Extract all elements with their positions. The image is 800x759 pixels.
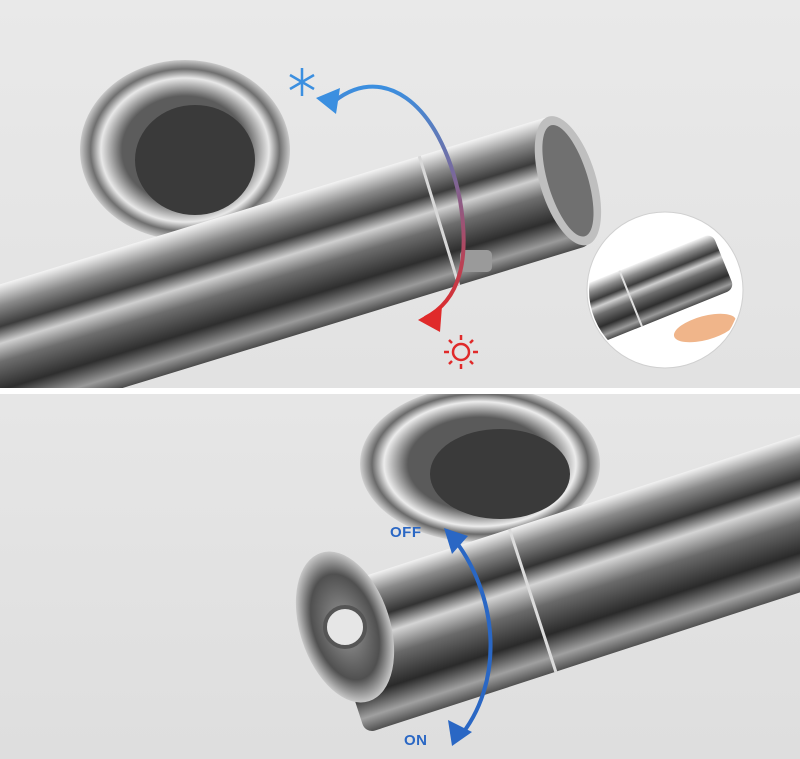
snowflake-icon bbox=[289, 68, 315, 96]
end-cap-hole bbox=[323, 605, 367, 649]
on-off-arc bbox=[448, 532, 493, 741]
off-arrowhead bbox=[444, 528, 468, 554]
temperature-illustration bbox=[0, 60, 744, 388]
sun-icon bbox=[444, 335, 478, 369]
inset-detail bbox=[586, 211, 744, 369]
on-arrowhead bbox=[448, 720, 472, 746]
on-off-illustration bbox=[295, 394, 800, 746]
hot-arrowhead bbox=[418, 306, 442, 332]
temperature-control-panel bbox=[0, 0, 800, 388]
fingertip bbox=[673, 313, 737, 343]
panel-divider bbox=[0, 388, 800, 394]
cold-arrowhead bbox=[316, 88, 340, 114]
mixer-bar-end bbox=[321, 432, 800, 731]
on-label: ON bbox=[404, 732, 428, 749]
mixer-bar bbox=[0, 116, 602, 388]
on-off-control-panel: OFF ON bbox=[0, 394, 800, 759]
off-label: OFF bbox=[390, 524, 422, 541]
rotation-arc bbox=[328, 84, 466, 320]
